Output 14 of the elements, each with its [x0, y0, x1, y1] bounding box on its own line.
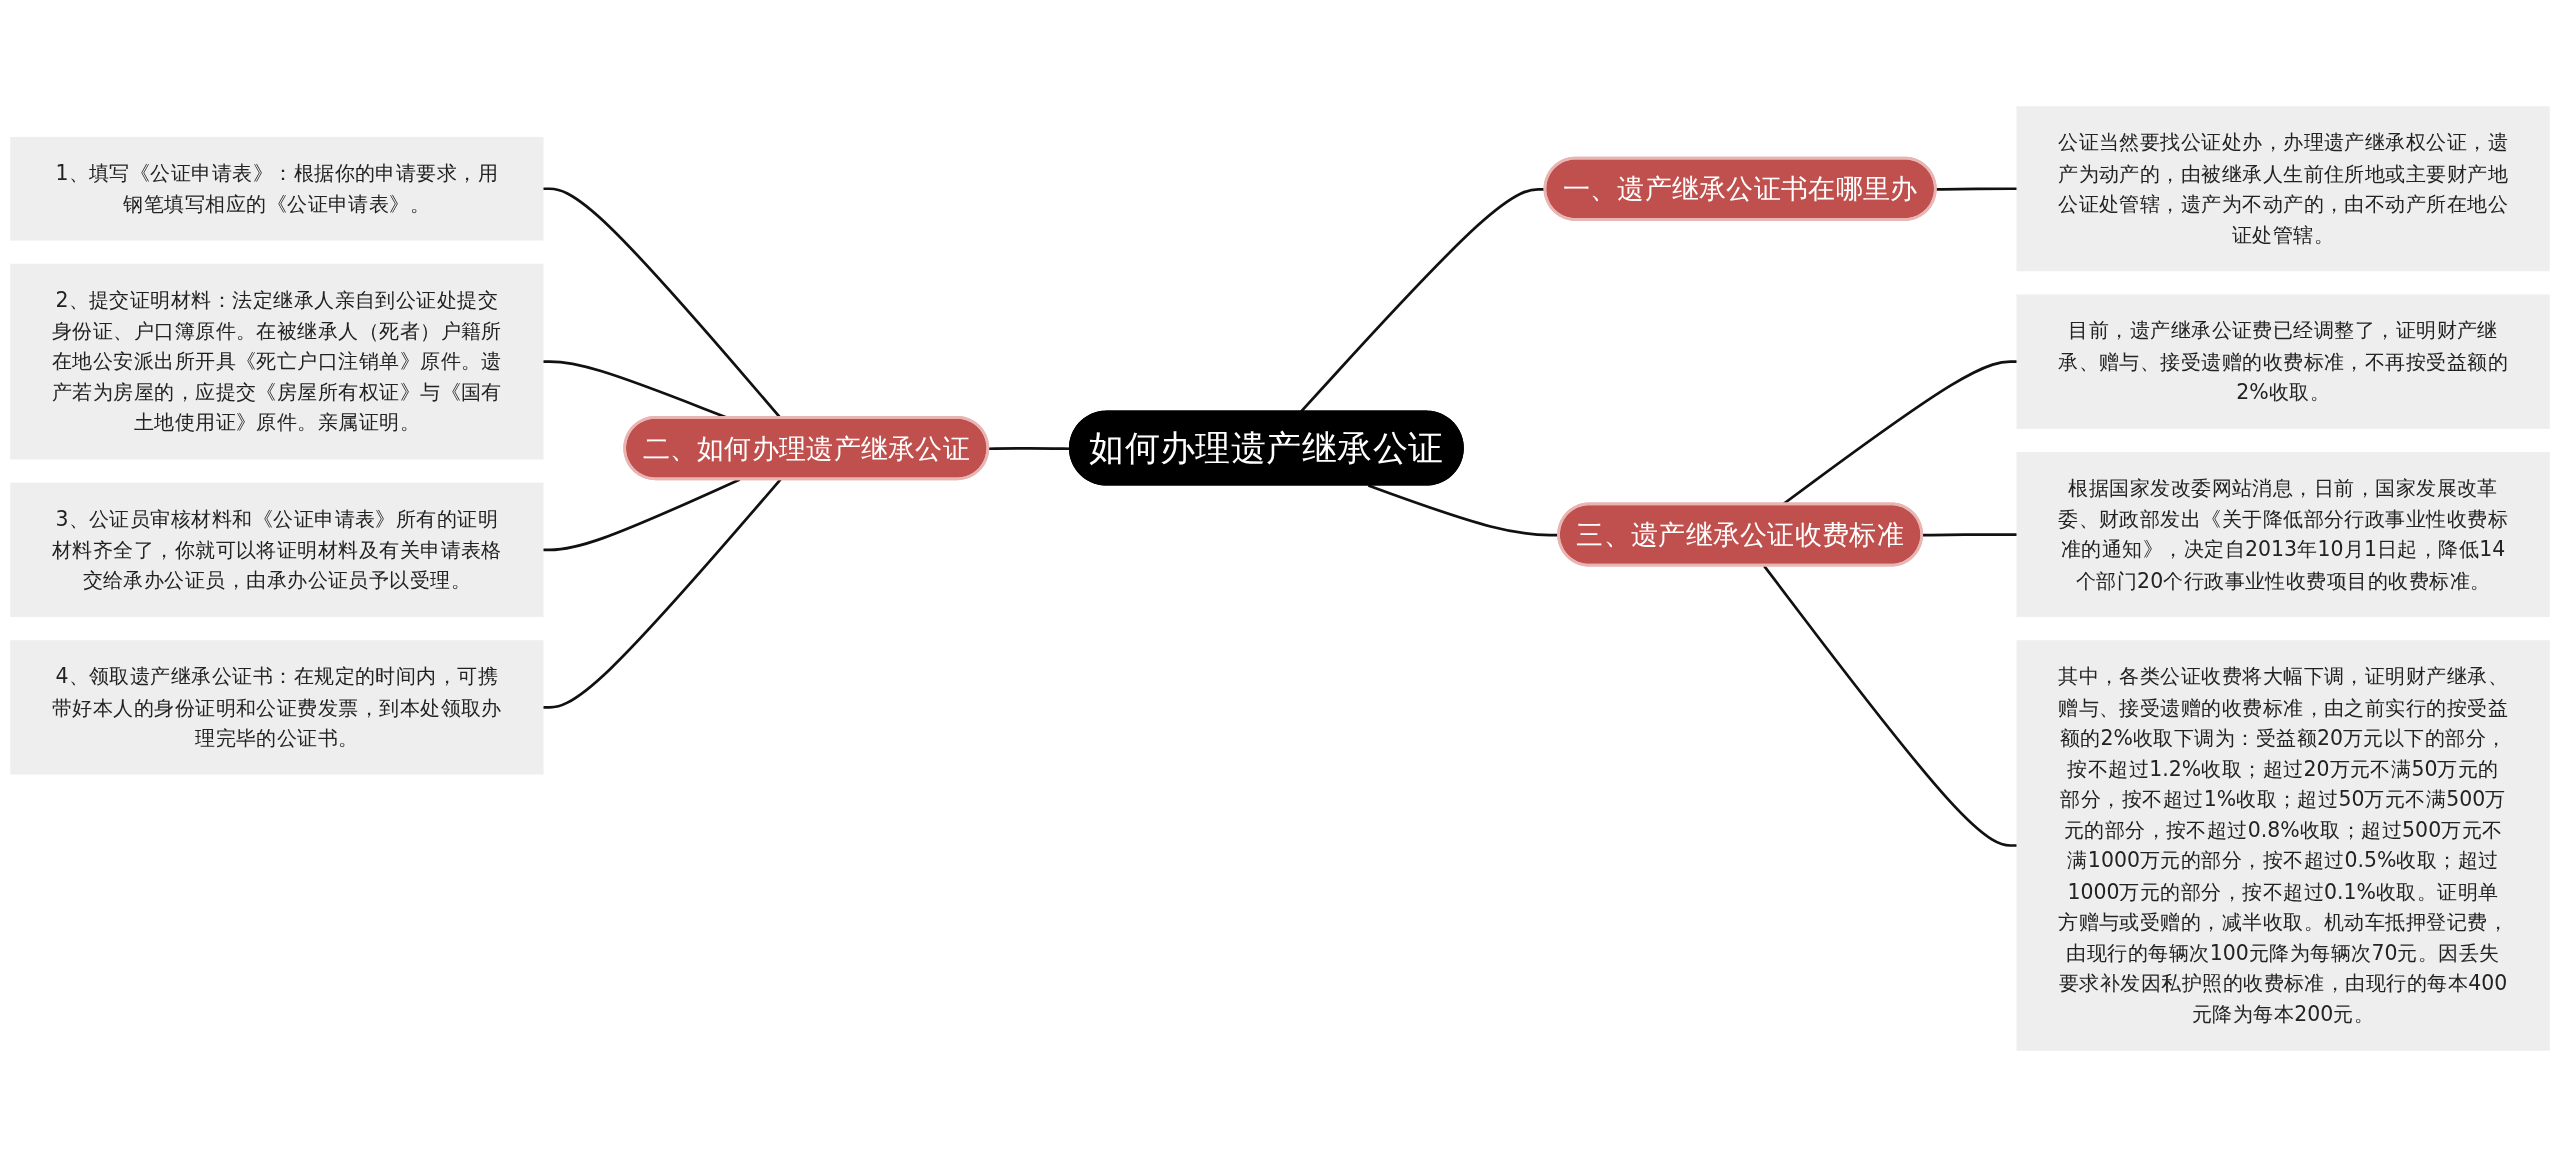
- connector: [542, 478, 782, 709]
- connector: [1299, 187, 1546, 413]
- connector: [1922, 533, 2018, 537]
- node-box: [2016, 106, 2550, 272]
- node-box: [2016, 452, 2550, 618]
- node-box: [10, 640, 544, 775]
- connector: [1763, 565, 2018, 847]
- node-box: [2016, 640, 2550, 1051]
- node-box: [2016, 294, 2550, 429]
- connector: [1935, 187, 2018, 191]
- node-box: [10, 263, 544, 460]
- node-box: [10, 136, 544, 241]
- connector: [542, 478, 741, 552]
- node-box: [10, 482, 544, 618]
